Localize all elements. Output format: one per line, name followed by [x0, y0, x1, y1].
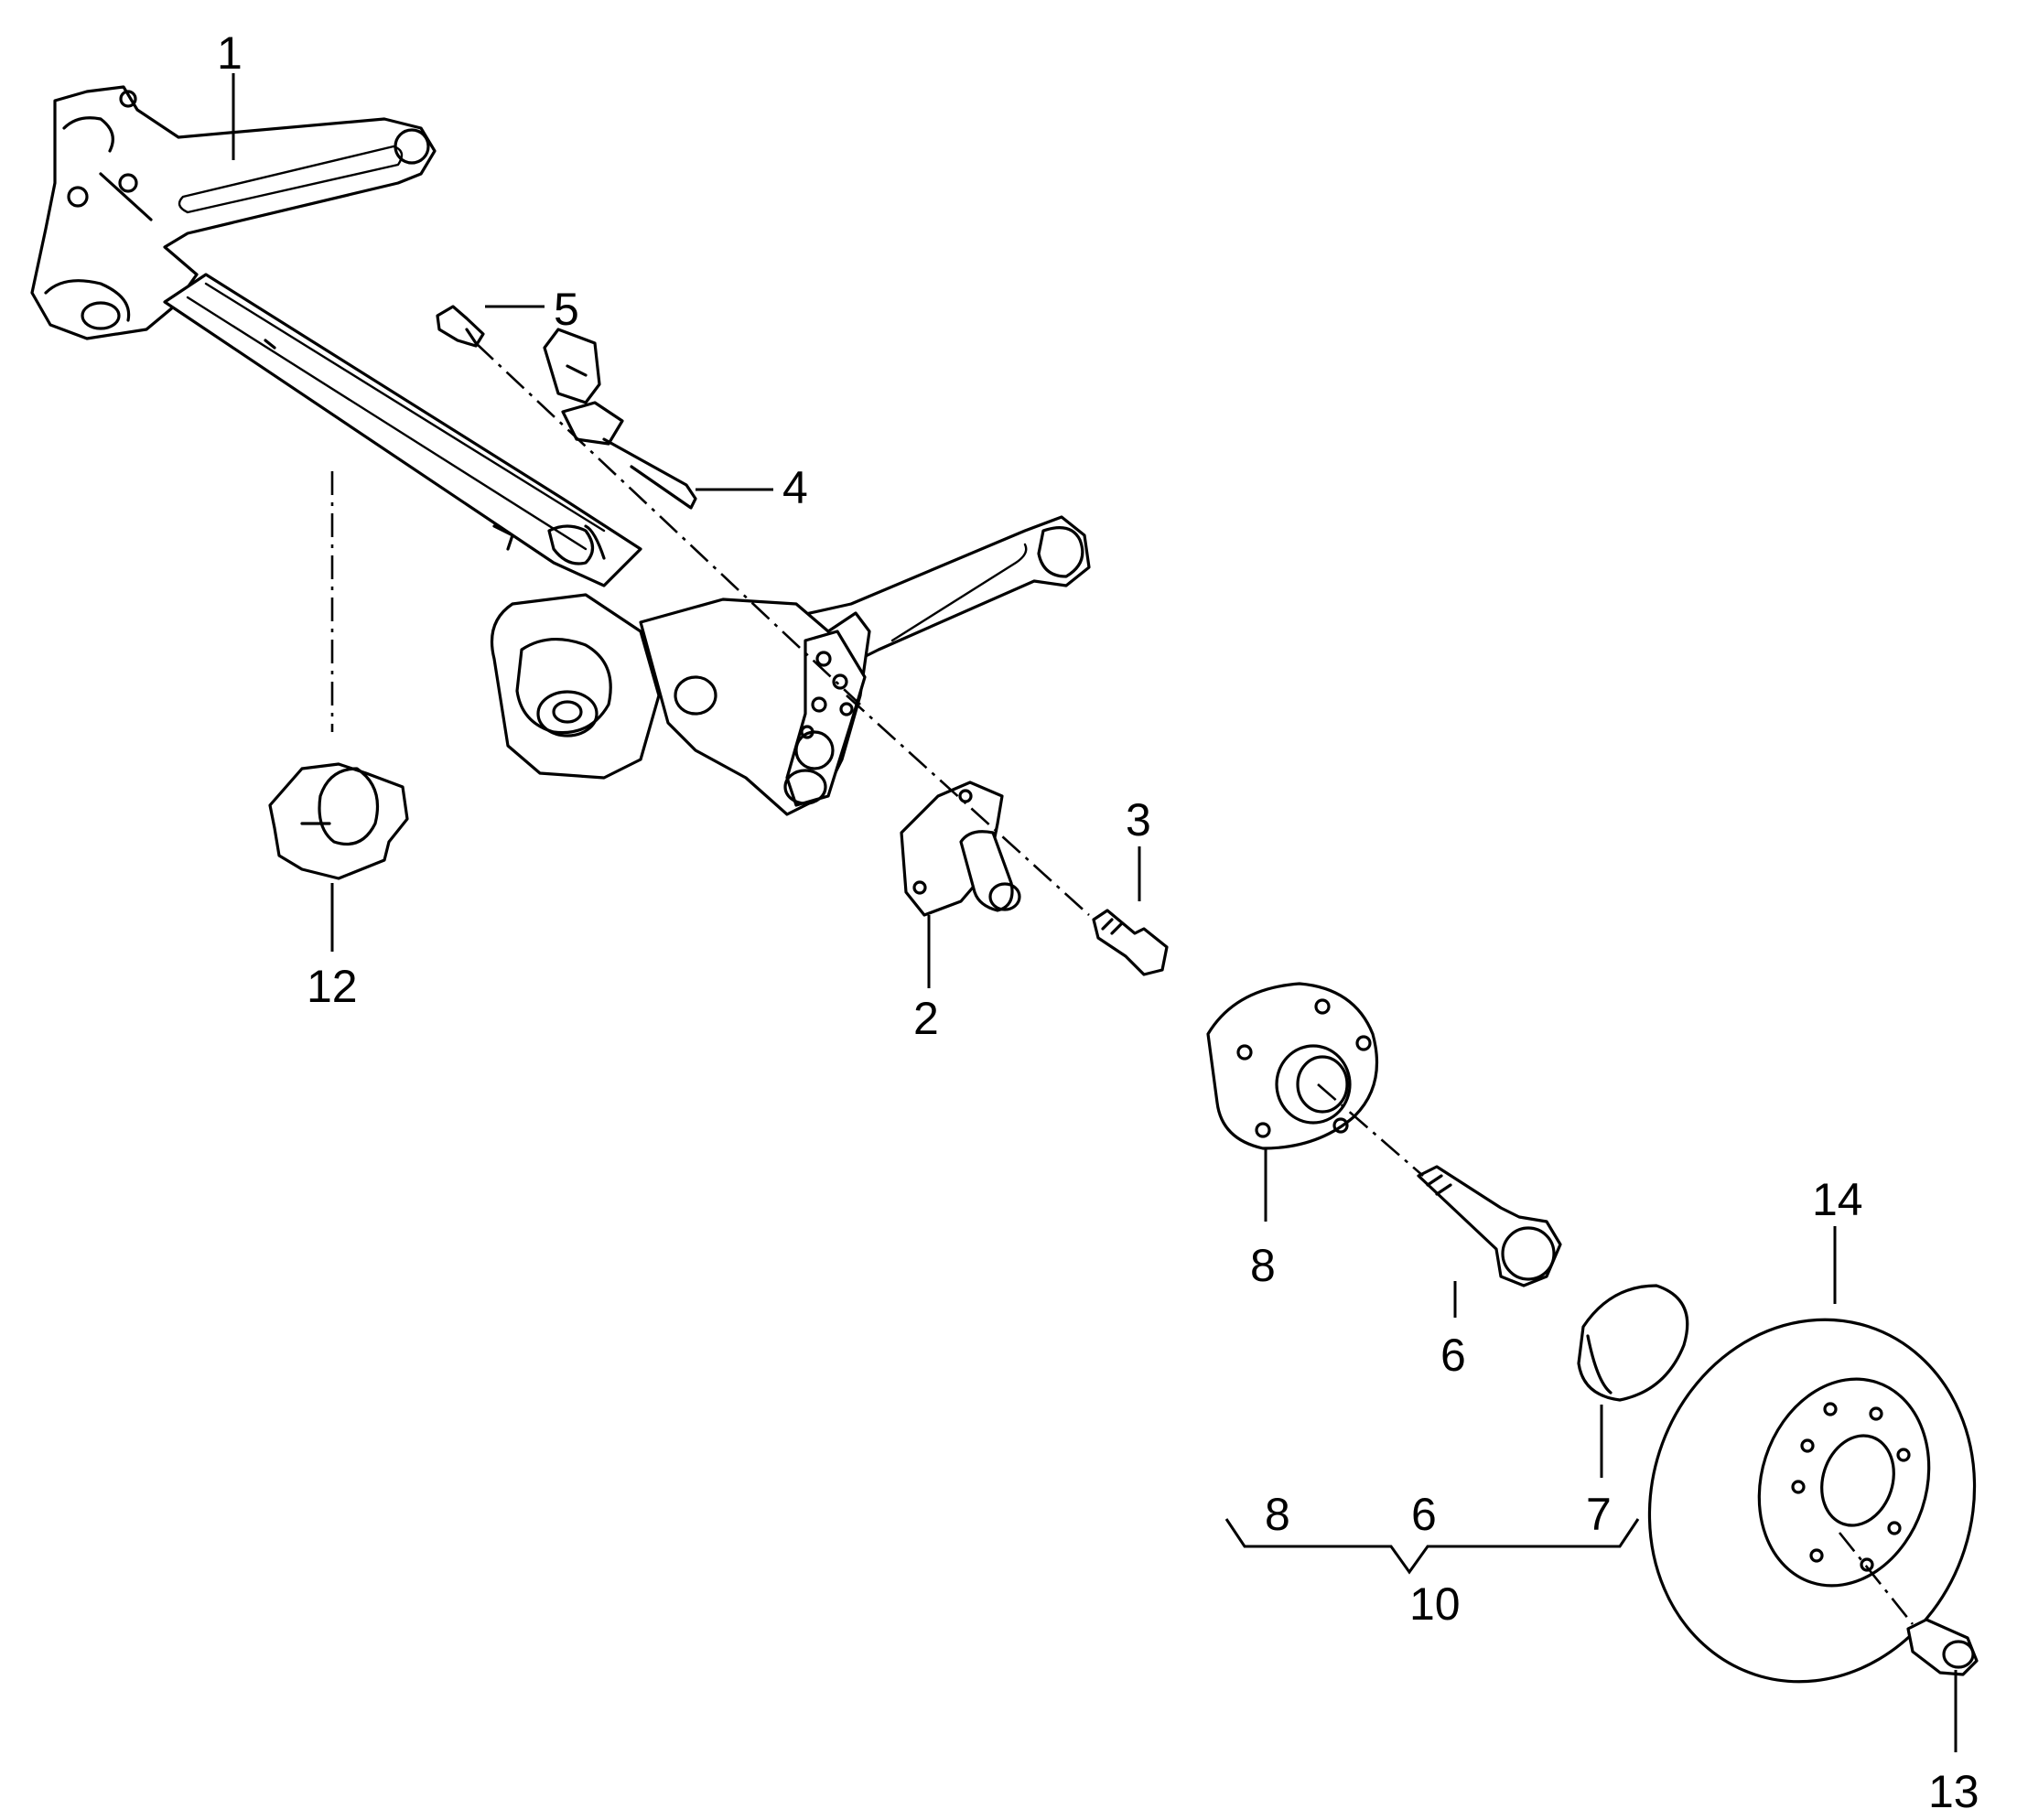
callout-6: 6	[1440, 1330, 1466, 1381]
callout-4: 4	[782, 462, 808, 513]
part-14-brake-disc[interactable]	[1603, 1277, 2017, 1725]
part-6-axle-bolt[interactable]	[1417, 1165, 1562, 1287]
part-13-disc-screw[interactable]	[1906, 1618, 1979, 1676]
part-5-bolt[interactable]	[436, 305, 485, 348]
part-7-hub-cap[interactable]	[1577, 1284, 1689, 1402]
callout-2: 2	[913, 993, 939, 1044]
assembly-axis-lines	[330, 342, 1915, 1625]
callout-8: 8	[1250, 1240, 1276, 1291]
callout-6b: 6	[1411, 1489, 1437, 1540]
callout-5: 5	[554, 284, 579, 335]
part-1-rear-axle-beam[interactable]	[30, 85, 1091, 816]
callout-7: 7	[1586, 1489, 1612, 1540]
part-12-bushing[interactable]	[268, 762, 409, 880]
part-3-bolt[interactable]	[1092, 909, 1169, 976]
part-4-speed-sensor[interactable]	[543, 328, 697, 510]
callout-labels: 1 5 4 3 2 12 8 6 14 8 6 7 10 13	[217, 27, 1979, 1817]
callout-12: 12	[307, 961, 358, 1012]
part-2-stub-axle[interactable]	[900, 781, 1021, 917]
callout-14: 14	[1812, 1174, 1863, 1225]
callout-13: 13	[1928, 1766, 1979, 1817]
part-8-wheel-hub[interactable]	[1206, 982, 1379, 1150]
leader-lines	[232, 73, 1958, 1752]
callout-10: 10	[1409, 1578, 1461, 1630]
callout-8b: 8	[1265, 1489, 1290, 1540]
callout-3: 3	[1126, 794, 1151, 845]
callout-1: 1	[217, 27, 243, 79]
